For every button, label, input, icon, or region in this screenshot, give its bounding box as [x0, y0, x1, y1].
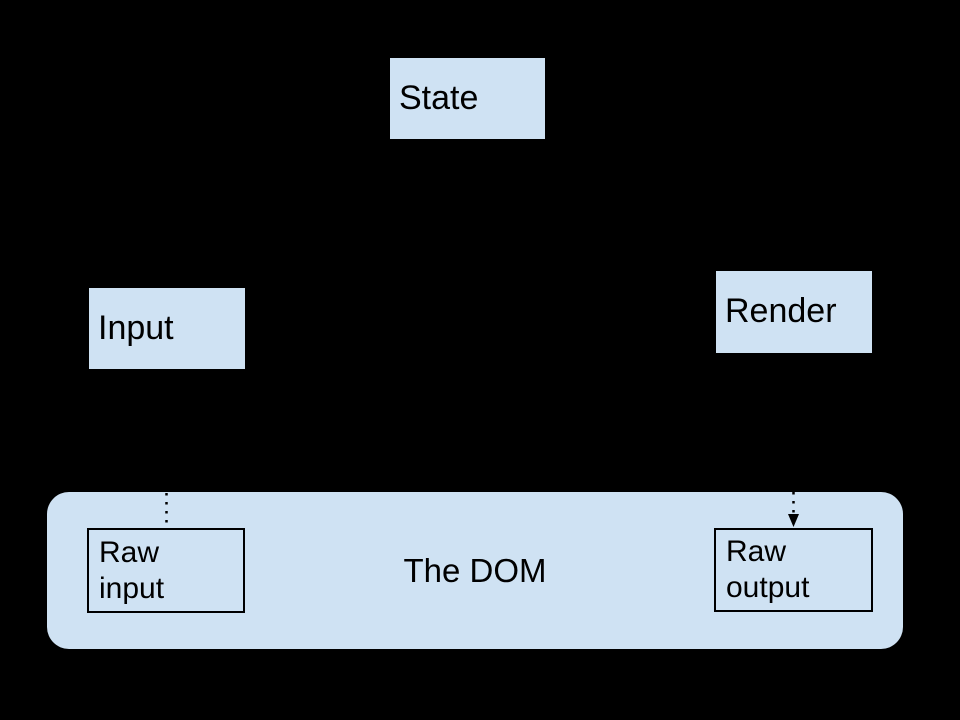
diagram-node-raw-output: Raw output: [714, 528, 873, 612]
diagram-node-render: Render: [715, 270, 873, 354]
input-node-label: Input: [98, 308, 174, 347]
diagram-node-state: State: [389, 57, 546, 140]
state-node-label: State: [399, 78, 479, 117]
diagram-node-raw-input: Raw input: [87, 528, 245, 613]
raw-input-node-label: Raw input: [99, 535, 165, 605]
the-dom-label: The DOM: [403, 551, 547, 589]
render-node-label: Render: [725, 292, 837, 331]
diagram-node-input: Input: [88, 287, 246, 370]
diagram-container-the-dom: The DOM Raw input Raw output: [47, 492, 903, 649]
raw-output-node-label: Raw output: [726, 535, 810, 604]
